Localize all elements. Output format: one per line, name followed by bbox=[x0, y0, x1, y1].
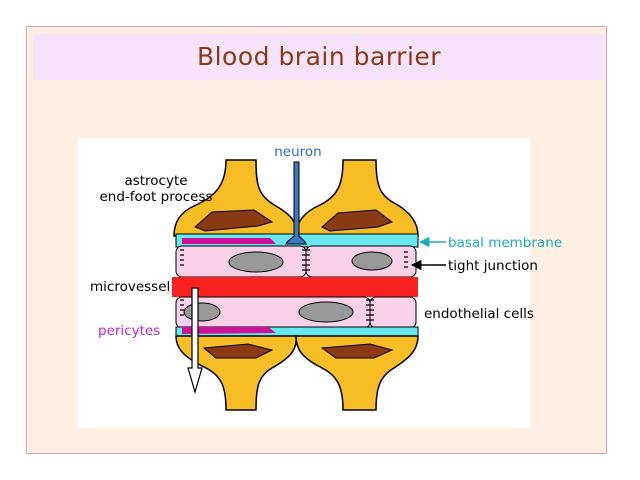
transport-arrow bbox=[187, 287, 203, 395]
slide-title: Blood brain barrier bbox=[196, 42, 442, 71]
astrocyte-nucleus bbox=[202, 343, 274, 359]
endothelial-row-upper bbox=[175, 245, 417, 278]
label-tight-junction: tight junction bbox=[448, 258, 538, 274]
microvessel-lumen bbox=[172, 288, 418, 297]
title-bar: Blood brain barrier bbox=[33, 34, 605, 80]
label-astrocyte-line2: end-foot process bbox=[99, 189, 212, 205]
tight-junctions bbox=[180, 249, 408, 321]
endothelial-nucleus bbox=[298, 301, 354, 323]
label-microvessel: microvessel bbox=[90, 279, 170, 295]
endothelial-nucleus bbox=[228, 251, 284, 273]
astrocyte-nucleus bbox=[320, 343, 394, 359]
neuron-axon bbox=[285, 161, 307, 245]
astrocyte-nucleus bbox=[194, 209, 274, 232]
lower-astrocyte-right bbox=[295, 335, 419, 411]
astrocyte-nucleus bbox=[321, 209, 394, 232]
endothelial-row-lower bbox=[175, 296, 417, 329]
pericyte-bottom bbox=[182, 327, 276, 334]
pericyte-top bbox=[182, 238, 276, 244]
label-endothelial-cells: endothelial cells bbox=[424, 306, 534, 322]
lower-astrocyte-left bbox=[175, 335, 297, 411]
label-astrocyte-line1: astrocyte bbox=[124, 173, 187, 189]
label-basal-membrane: basal membrane bbox=[448, 235, 562, 251]
endothelial-nucleus bbox=[183, 302, 221, 322]
upper-astrocyte-right bbox=[295, 159, 419, 237]
endothelial-nucleus bbox=[351, 251, 393, 271]
label-pericytes: pericytes bbox=[98, 323, 160, 339]
label-neuron: neuron bbox=[274, 144, 322, 160]
